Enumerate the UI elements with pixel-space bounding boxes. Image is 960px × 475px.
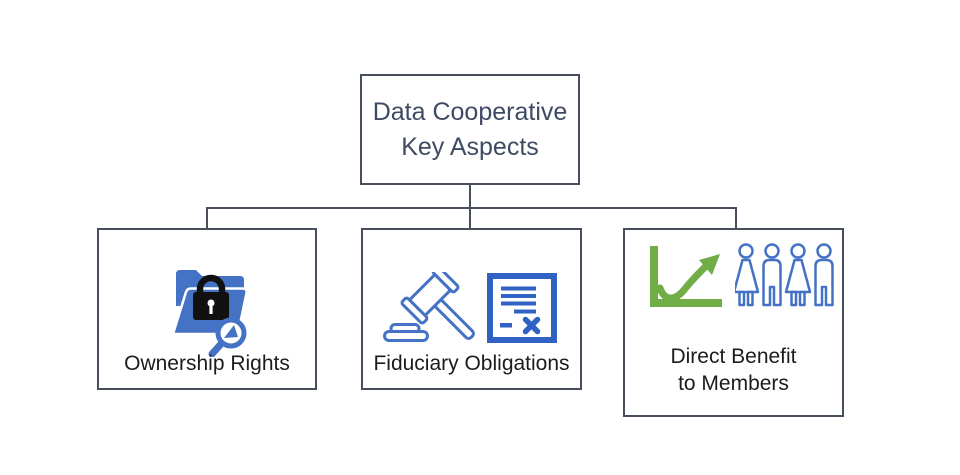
- contract-document-icon: [487, 273, 557, 343]
- child-node-fiduciary-obligations: Fiduciary Obligations: [361, 228, 582, 390]
- connector-left-drop: [206, 207, 208, 228]
- growth-chart-icon: [650, 246, 722, 307]
- node-label: Fiduciary Obligations: [373, 352, 570, 375]
- node-label: Direct Benefit to Members: [625, 343, 842, 397]
- gavel-icon: [383, 272, 475, 342]
- node-label-line1: Direct Benefit: [670, 345, 797, 368]
- connector-right-drop: [735, 207, 737, 228]
- child-node-ownership-rights: Ownership Rights: [97, 228, 317, 390]
- connector-root-drop: [469, 185, 471, 228]
- root-node-box: Data Cooperative Key Aspects: [360, 74, 580, 185]
- folder-lock-search-icon: [172, 270, 248, 357]
- child-node-direct-benefit: Direct Benefit to Members: [623, 228, 844, 417]
- connector-horizontal: [206, 207, 737, 209]
- members-group-icon: [735, 243, 834, 307]
- node-label-line2: to Members: [678, 372, 789, 395]
- root-node-title: Data Cooperative Key Aspects: [372, 97, 568, 161]
- node-label: Ownership Rights: [124, 352, 290, 375]
